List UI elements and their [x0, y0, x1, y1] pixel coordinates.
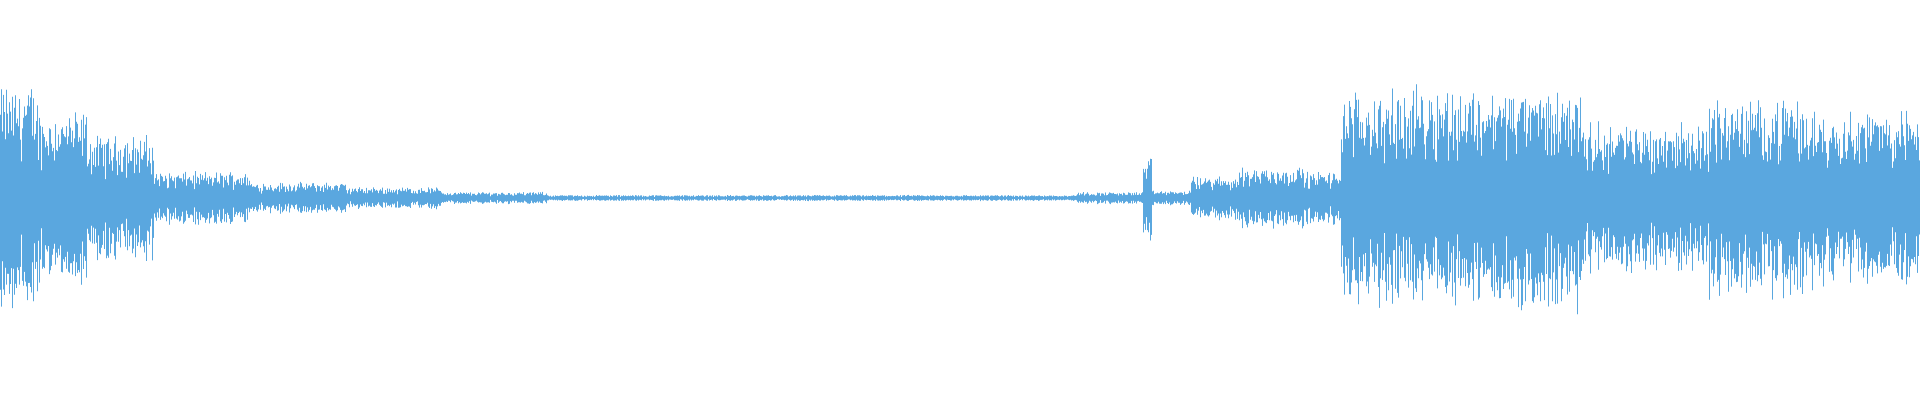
audio-waveform[interactable] — [0, 0, 1920, 400]
waveform-graphic[interactable] — [0, 0, 1920, 400]
